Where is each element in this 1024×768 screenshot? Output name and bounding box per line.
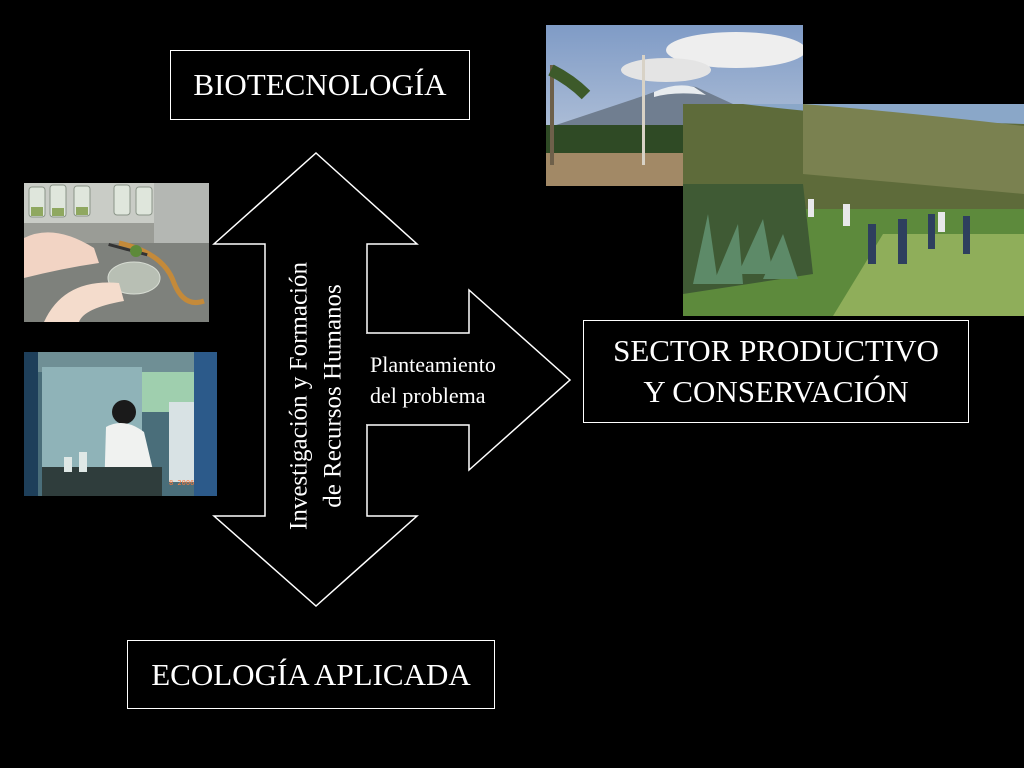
vertical-label-line2: de Recursos Humanos — [316, 262, 350, 530]
lab-hands-photo — [24, 183, 209, 322]
photo-date-stamp: 8 2006 — [169, 479, 194, 487]
lab-hood-photo: 8 2006 — [24, 352, 217, 496]
biotecnologia-label: BIOTECNOLOGÍA — [193, 67, 446, 103]
ecologia-aplicada-label: ECOLOGÍA APLICADA — [151, 657, 470, 693]
biotecnologia-box: BIOTECNOLOGÍA — [170, 50, 470, 120]
sector-label-line1: SECTOR PRODUCTIVO — [613, 331, 939, 371]
horizontal-label-line1: Planteamiento — [370, 350, 496, 381]
vertical-arrow-label: Investigación y Formación de Recursos Hu… — [282, 262, 350, 530]
sector-productivo-box: SECTOR PRODUCTIVO Y CONSERVACIÓN — [583, 320, 969, 423]
field-people-photo — [683, 104, 1024, 316]
horizontal-arrow-label: Planteamiento del problema — [370, 350, 496, 412]
ecologia-aplicada-box: ECOLOGÍA APLICADA — [127, 640, 495, 709]
horizontal-label-line2: del problema — [370, 381, 496, 412]
vertical-label-line1: Investigación y Formación — [282, 262, 316, 530]
sector-label-line2: Y CONSERVACIÓN — [643, 372, 908, 412]
